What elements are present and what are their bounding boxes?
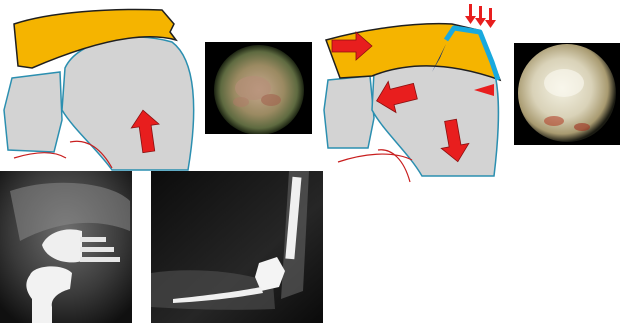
- arrow-down-small-icon: [485, 8, 496, 28]
- ligament-line: [14, 153, 66, 158]
- arthroscopy-image-right: [514, 43, 620, 145]
- shoulder-diagram-left: [0, 0, 210, 172]
- radiograph-elbow: [151, 171, 323, 323]
- scapula-shape: [324, 76, 374, 148]
- shoulder-diagram-right: [322, 0, 522, 185]
- radiograph-shoulder: [0, 171, 132, 323]
- arthroscopy-image-left: [205, 42, 312, 134]
- arrow-down-small-icon: [465, 4, 476, 24]
- humeral-head: [62, 37, 194, 170]
- scapula-shape: [4, 72, 62, 152]
- arrow-down-small-icon: [475, 6, 486, 26]
